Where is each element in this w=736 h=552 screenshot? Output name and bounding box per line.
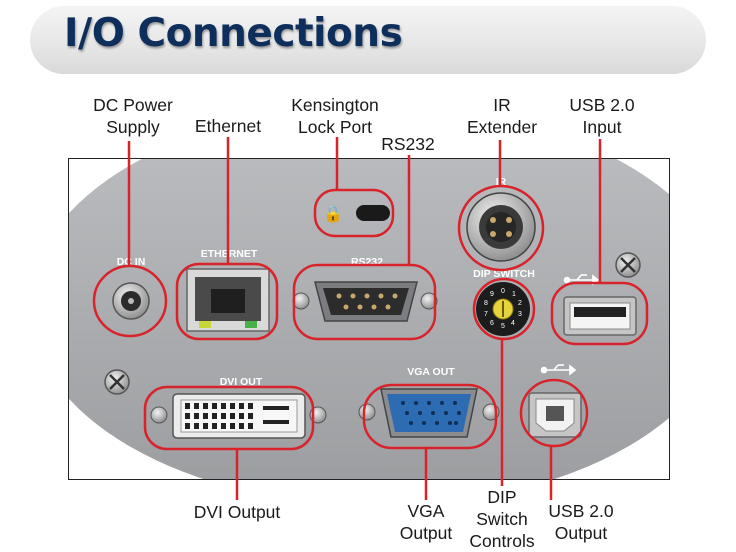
callout-vga-output: VGA Output [399, 501, 453, 543]
highlight-circles [92, 184, 649, 451]
svg-text:0: 0 [501, 288, 505, 295]
screw-left [104, 369, 130, 395]
page-title: I/O Connections [64, 11, 403, 56]
dip-switch-label: DIP SWITCH [473, 268, 535, 280]
callout-usb-output: USB 2.0 Output [548, 501, 614, 543]
dvi-output-port: DVI OUT [150, 376, 327, 439]
device-rear-illustration: 🔒 DC IN ETHERNET RS232 [69, 159, 669, 479]
svg-text:6: 6 [490, 320, 494, 327]
svg-text:1: 1 [512, 291, 516, 298]
ethernet-port: ETHERNET [186, 248, 270, 332]
callout-usb-input: USB 2.0 Input [569, 95, 635, 137]
callout-ethernet: Ethernet [194, 116, 262, 136]
callout-dip-switch: DIP Switch Controls [469, 487, 535, 551]
dc-in-label: DC IN [117, 256, 146, 268]
svg-text:3: 3 [518, 311, 522, 318]
device-panel: 🔒 DC IN ETHERNET RS232 [68, 158, 670, 480]
usb-symbol-icon [540, 364, 577, 376]
ir-extender-port: IR [466, 176, 536, 262]
rs232-port: RS232 [292, 256, 438, 322]
vga-out-label: VGA OUT [407, 366, 455, 378]
callout-ir-extender: IR Extender [466, 95, 538, 137]
svg-text:8: 8 [484, 300, 488, 307]
svg-text:5: 5 [501, 323, 505, 330]
svg-text:2: 2 [518, 300, 522, 307]
kensington-lock-port: 🔒 [323, 204, 390, 223]
screw-right [615, 252, 641, 278]
dip-switch-dial: DIP SWITCH 0 1 2 3 4 5 6 7 8 9 [473, 268, 535, 336]
usb-input-port [563, 274, 637, 336]
svg-text:9: 9 [490, 291, 494, 298]
dip-digits: 0 1 2 3 4 5 6 7 8 9 [484, 288, 522, 330]
ethernet-label: ETHERNET [201, 248, 258, 260]
title-bar [30, 6, 706, 74]
svg-text:4: 4 [511, 320, 515, 327]
svg-text:🔒: 🔒 [323, 204, 343, 223]
callout-dvi-output: DVI Output [193, 502, 281, 522]
callout-dc-power: DC Power Supply [93, 95, 173, 137]
dc-in-port: DC IN [112, 256, 150, 320]
usb-output-port [528, 364, 582, 438]
callout-kensington: Kensington Lock Port [291, 95, 379, 137]
svg-text:7: 7 [484, 311, 488, 318]
dvi-out-label: DVI OUT [220, 376, 263, 388]
callout-rs232: RS232 [381, 134, 435, 154]
vga-output-port: VGA OUT [358, 366, 500, 438]
